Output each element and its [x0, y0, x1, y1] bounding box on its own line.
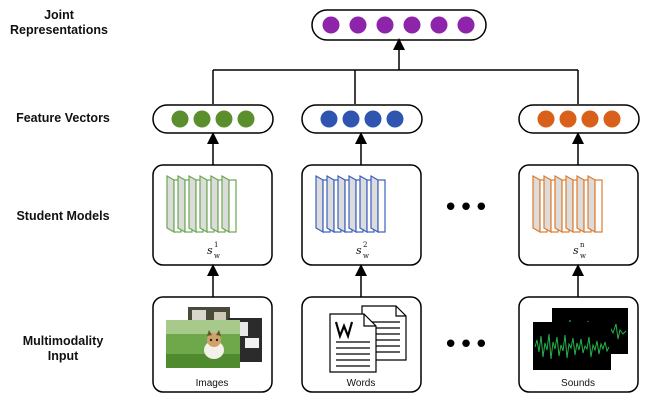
- joint-node: [349, 16, 367, 34]
- joint-node: [376, 16, 394, 34]
- feature-node-images: [237, 110, 255, 128]
- model-symbol-sup-images: 1: [214, 241, 218, 249]
- layer-side-words: [348, 174, 357, 234]
- feature-vector-images: [152, 104, 274, 134]
- input-caption-words: Words: [347, 378, 376, 389]
- label-input-line1: Multimodality: [22, 334, 104, 348]
- model-symbol-images: s: [207, 244, 213, 257]
- label-feature-vectors: Feature Vectors: [16, 111, 110, 125]
- feature-node-words: [364, 110, 382, 128]
- input-to-model-arrows: [207, 264, 584, 297]
- label-input-line2: Input: [47, 349, 79, 363]
- model-symbol-sub-images: w: [214, 252, 220, 260]
- label-student-models: Student Models: [16, 209, 110, 223]
- feature-node-sounds: [581, 110, 599, 128]
- layer-side-words: [337, 174, 346, 234]
- label-joint-line2: Representations: [10, 23, 108, 37]
- layer-side-sounds: [576, 174, 585, 234]
- joint-representation-vector: [311, 9, 487, 41]
- word-document-icon: [329, 305, 407, 373]
- model-symbol-sub-sounds: w: [580, 252, 586, 260]
- model-symbol-sup-sounds: n: [580, 241, 585, 249]
- feature-node-words: [386, 110, 404, 128]
- layer-side-images: [177, 174, 186, 234]
- model-to-feature-arrows: [207, 132, 584, 165]
- label-joint-representations: Joint Representations: [0, 8, 118, 38]
- feature-node-images: [171, 110, 189, 128]
- joint-node: [430, 16, 448, 34]
- feature-node-sounds: [537, 110, 555, 128]
- joint-node: [403, 16, 421, 34]
- model-symbol-sup-words: 2: [363, 241, 367, 249]
- photo-collage-icon: [166, 307, 262, 368]
- joint-node: [457, 16, 475, 34]
- feature-node-images: [215, 110, 233, 128]
- ellipsis-models: •••: [443, 193, 489, 223]
- layer-side-sounds: [565, 174, 574, 234]
- layer-side-images: [166, 174, 175, 234]
- feature-node-words: [320, 110, 338, 128]
- joint-node: [322, 16, 340, 34]
- ellipsis-inputs: •••: [443, 330, 489, 360]
- layer-front-words: [377, 179, 386, 233]
- layer-side-images: [210, 174, 219, 234]
- input-box-sounds: Sounds: [518, 296, 639, 393]
- layer-front-images: [228, 179, 237, 233]
- feature-node-sounds: [559, 110, 577, 128]
- feature-node-images: [193, 110, 211, 128]
- model-symbol-sub-words: w: [363, 252, 369, 260]
- layer-side-sounds: [543, 174, 552, 234]
- label-multimodality-input: Multimodality Input: [0, 334, 126, 364]
- feature-vector-words: [301, 104, 423, 134]
- layer-side-words: [315, 174, 324, 234]
- layer-side-images: [221, 174, 230, 234]
- input-caption-images: Images: [196, 378, 229, 389]
- layer-front-sounds: [594, 179, 603, 233]
- model-symbol-words: s: [356, 244, 362, 257]
- layer-side-sounds: [532, 174, 541, 234]
- layer-side-words: [370, 174, 379, 234]
- layer-side-images: [188, 174, 197, 234]
- input-caption-sounds: Sounds: [561, 378, 595, 389]
- waveform-icon: [533, 308, 628, 370]
- feature-to-joint-connectors: [212, 38, 579, 104]
- layer-side-words: [359, 174, 368, 234]
- layer-side-sounds: [554, 174, 563, 234]
- input-box-words: Words: [301, 296, 422, 393]
- feature-node-words: [342, 110, 360, 128]
- layer-side-sounds: [587, 174, 596, 234]
- input-box-images: Images: [152, 296, 273, 393]
- feature-node-sounds: [603, 110, 621, 128]
- model-symbol-sounds: s: [573, 244, 579, 257]
- layer-side-words: [326, 174, 335, 234]
- label-joint-line1: Joint: [44, 8, 74, 22]
- layer-side-images: [199, 174, 208, 234]
- feature-vector-sounds: [518, 104, 640, 134]
